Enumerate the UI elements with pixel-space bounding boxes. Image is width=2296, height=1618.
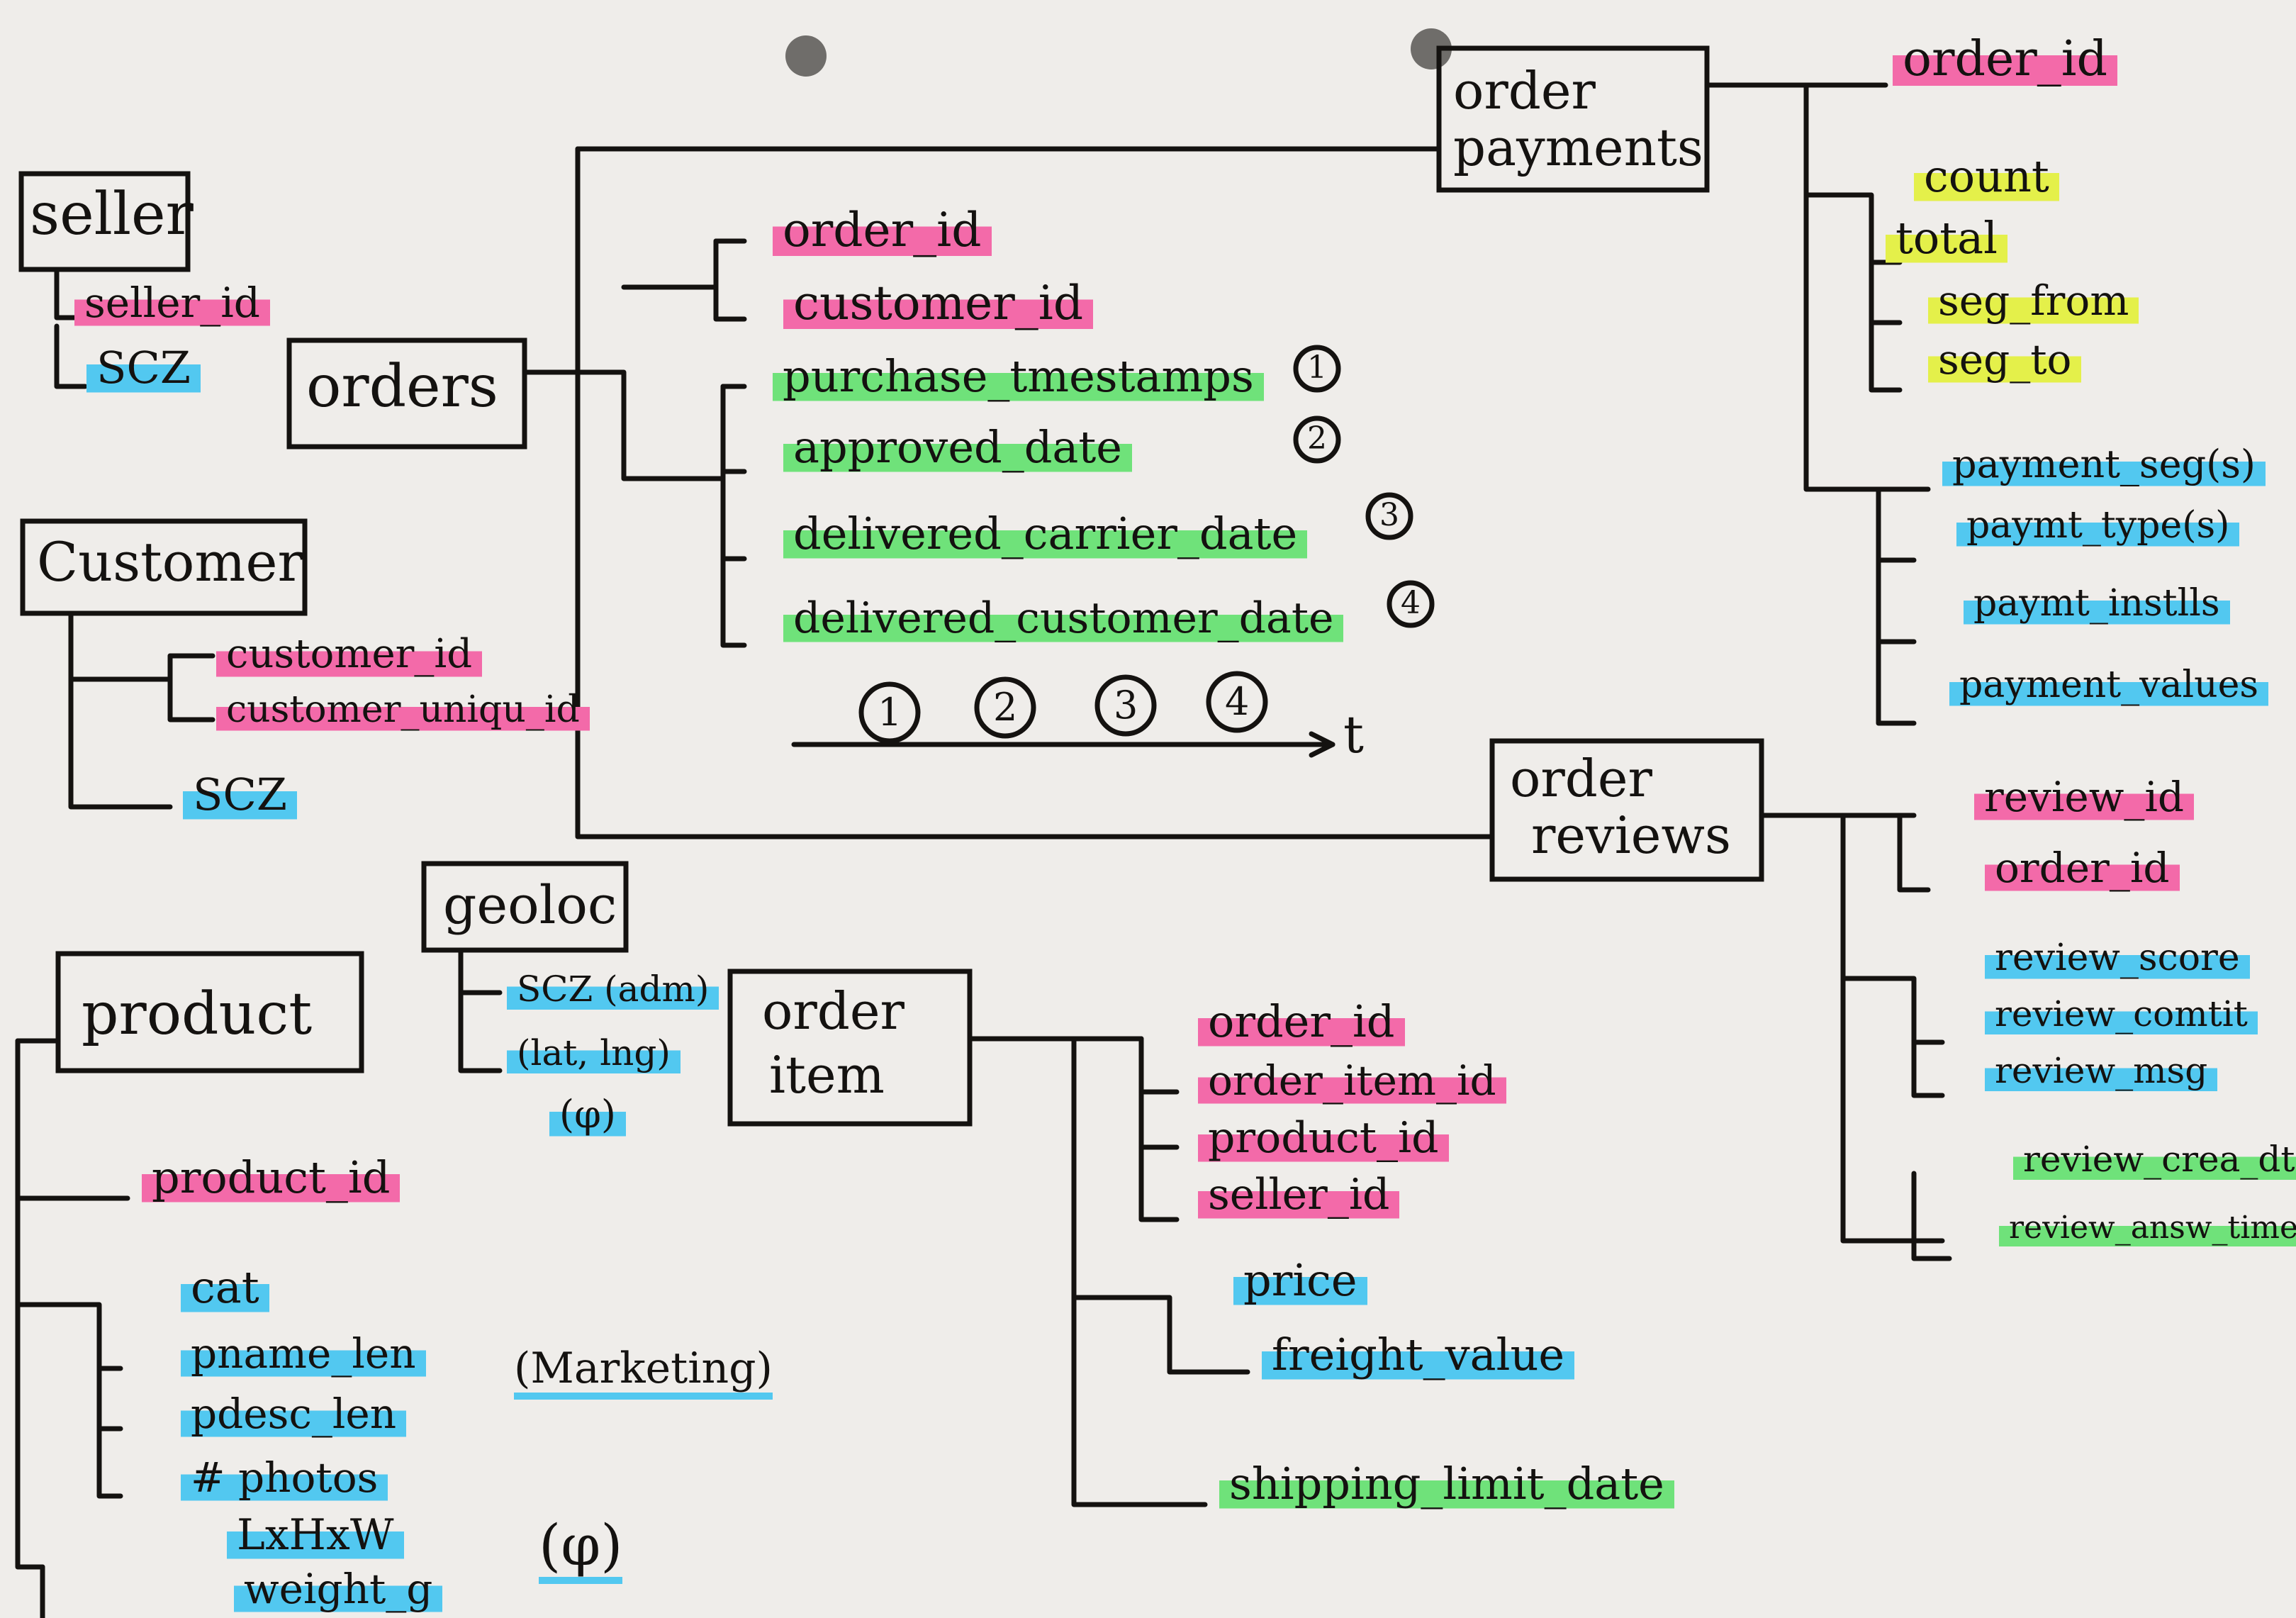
field-payments-seg-to: seg_to [1928, 339, 2082, 384]
order-marker-circle [1365, 492, 1413, 540]
timeline-marker-circle [1094, 674, 1157, 737]
field-customer-customer-id: customer_id [216, 635, 483, 679]
entity-box-customer [20, 518, 308, 616]
field-product-lxhxw: LxHxW [227, 1514, 404, 1561]
timeline-marker: 3 [1114, 683, 1138, 727]
field-product-photos: # photos [181, 1457, 388, 1502]
field-payments-seg-from: seg_from [1928, 280, 2139, 325]
field-product-weight-g: weight_g [234, 1568, 443, 1614]
field-product-product-id: product_id [142, 1156, 401, 1204]
field-reviews-review-id: review_id [1974, 776, 2195, 822]
phi-note: (φ) [539, 1517, 623, 1584]
entity-box-order-payments [1436, 45, 1710, 193]
entity-order-payments-line2: payments [1453, 118, 1703, 177]
field-geoloc-lat-lng: (lat, lng) [507, 1035, 681, 1075]
field-customer-customer-uniqu-id: customer_uniqu_id [216, 691, 590, 732]
field-item-price: price [1233, 1259, 1367, 1307]
entity-product: product [82, 981, 313, 1048]
field-orders-delivered-carrier-date: delivered_carrier_date [783, 512, 1308, 560]
entity-box-product [55, 951, 364, 1073]
field-payments-order-id: order_id [1893, 35, 2117, 88]
field-reviews-review-answ-time: review_answ_time [1999, 1212, 2296, 1248]
timeline-marker: 1 [878, 690, 902, 735]
field-item-freight-value: freight_value [1262, 1333, 1575, 1381]
field-item-shipping-limit-date: shipping_limit_date [1219, 1462, 1674, 1510]
marketing-note: (Marketing) [514, 1347, 773, 1400]
order-marker: 4 [1401, 585, 1421, 621]
field-reviews-review-comtit: review_comtit [1985, 996, 2258, 1036]
timeline-axis-label: t [1343, 705, 1364, 764]
field-item-seller-id: seller_id [1198, 1173, 1400, 1220]
entity-order-item-line2: item [769, 1045, 885, 1105]
field-seller-seller-id: seller_id [74, 282, 270, 328]
timeline-marker: 2 [993, 685, 1018, 730]
field-product-pdesc-len: pdesc_len [181, 1393, 407, 1439]
field-orders-customer-id: customer_id [783, 280, 1094, 331]
field-payments-paymt-type-s: paymt_type(s) [1956, 507, 2240, 548]
field-geoloc-scz-adm: SCZ (adm) [507, 971, 719, 1011]
field-payments-payment-seg-s: payment_seg(s) [1942, 445, 2266, 488]
field-payments-payment-values: payment_values [1949, 666, 2269, 708]
field-customer-scz: SCZ [183, 773, 297, 821]
pushpin [785, 35, 827, 77]
order-marker: 1 [1307, 350, 1327, 386]
timeline-marker: 4 [1225, 679, 1250, 724]
field-orders-purchase-tmestamps: purchase_tmestamps [773, 355, 1264, 403]
field-payments-total: total [1886, 216, 2007, 264]
field-orders-approved-date: approved_date [783, 425, 1132, 474]
order-marker-circle [1387, 580, 1435, 628]
field-orders-order-id: order_id [773, 207, 992, 258]
field-item-order-item-id: order_item_id [1198, 1060, 1506, 1105]
entity-geoloc: geoloc [443, 875, 617, 936]
entity-box-orders [286, 337, 527, 450]
order-marker: 3 [1379, 497, 1399, 533]
order-marker-circle [1293, 345, 1341, 393]
field-payments-count: count [1914, 155, 2059, 203]
entity-order-item-line1: order [762, 981, 905, 1041]
field-reviews-review-crea-dt: review_crea_dt [2013, 1142, 2296, 1181]
entity-box-geoloc [421, 861, 629, 953]
entity-customer: Customer [37, 530, 303, 593]
field-product-pname-len: pname_len [181, 1333, 426, 1378]
field-payments-paymt-instlls: paymt_instlls [1964, 585, 2230, 626]
field-reviews-review-msg: review_msg [1985, 1053, 2218, 1093]
timeline-marker-circle [974, 676, 1036, 739]
field-reviews-review-score: review_score [1985, 939, 2250, 981]
order-marker: 2 [1307, 420, 1327, 457]
field-product-cat: cat [181, 1266, 269, 1314]
entity-box-seller [18, 171, 191, 272]
timeline-marker-circle [858, 681, 921, 744]
field-geoloc-: (φ) [549, 1095, 626, 1138]
field-item-order-id: order_id [1198, 1000, 1405, 1048]
order-marker-circle [1293, 415, 1341, 464]
field-item-product-id: product_id [1198, 1117, 1449, 1164]
entity-box-order-reviews [1489, 738, 1764, 882]
field-reviews-order-id: order_id [1985, 847, 2180, 893]
entity-order-reviews-line2: reviews [1531, 805, 1731, 865]
field-orders-delivered-customer-date: delivered_customer_date [783, 597, 1344, 644]
entity-order-reviews-line1: order [1510, 749, 1652, 808]
entity-order-payments-line1: order [1453, 61, 1596, 121]
entity-seller: seller [30, 181, 194, 248]
entity-box-order-item [727, 969, 973, 1127]
entity-orders: orders [306, 353, 498, 420]
timeline-marker-circle [1206, 671, 1268, 733]
field-seller-scz: SCZ [86, 346, 201, 394]
